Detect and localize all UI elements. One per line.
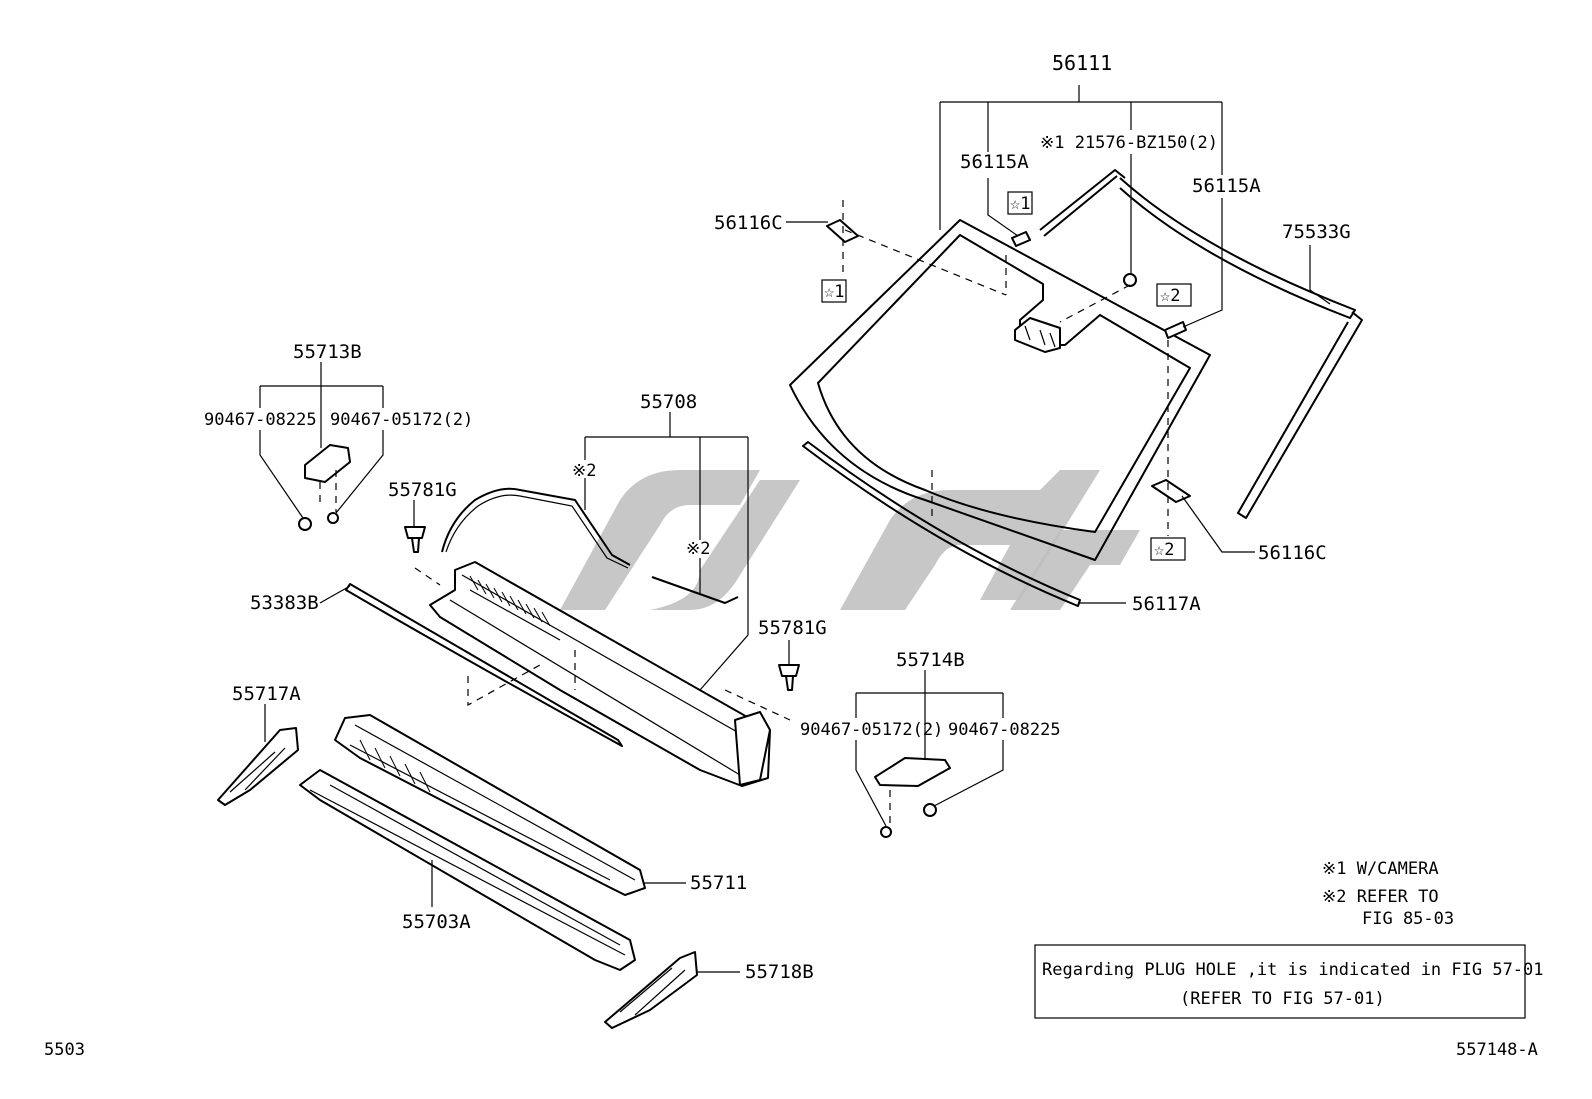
label-75533G: 75533G [1282, 221, 1351, 243]
label-90467-08225-left: 90467-08225 [204, 410, 317, 430]
label-56115A-right: 56115A [1192, 175, 1261, 197]
label-55717A: 55717A [232, 683, 301, 705]
label-21576: ※1 21576-BZ150(2) [1040, 133, 1218, 153]
nut-90467-08225-right [923, 803, 937, 817]
label-90467-05172-right: 90467-05172(2) [800, 720, 943, 740]
marker-star1-a: ☆1 [1007, 191, 1033, 215]
cowl-top-ventilator [429, 561, 771, 787]
label-56116C-top: 56116C [714, 212, 783, 234]
label-55708: 55708 [640, 391, 697, 413]
label-56111: 56111 [1052, 51, 1112, 75]
plug-hole-info-box: Regarding PLUG HOLE ,it is indicated in … [1034, 944, 1544, 1019]
label-56116C-bottom: 56116C [1258, 542, 1327, 564]
marker-star2-b: ☆2 [1150, 537, 1186, 561]
marker-star1-b: ☆1 [821, 279, 847, 303]
label-55703A: 55703A [402, 911, 471, 933]
windshield-moulding-75533G [1119, 177, 1363, 519]
watermark-logo [560, 470, 1140, 610]
clip-56115A-left [1011, 231, 1031, 247]
cowl-panel-55711 [334, 714, 646, 896]
cowl-cover-55714B [874, 757, 951, 787]
nut-90467-05172-left [327, 512, 339, 524]
label-55714B: 55714B [896, 649, 965, 671]
figure-id: 557148-A [1456, 1040, 1538, 1060]
info-box-line1: Regarding PLUG HOLE ,it is indicated in … [1042, 960, 1544, 980]
label-55711: 55711 [690, 872, 747, 894]
clip-55781G-right [778, 664, 800, 691]
label-55781G-left: 55781G [388, 479, 457, 501]
label-90467-08225-right: 90467-08225 [948, 720, 1061, 740]
clip-56115A-right [1164, 321, 1187, 339]
windshield-lower-strip-56117A [802, 441, 1081, 607]
svg-text:☆1: ☆1 [824, 282, 844, 302]
label-55718B: 55718B [745, 961, 814, 983]
note-refer-line2: FIG 85-03 [1362, 909, 1454, 929]
note-camera: ※1 W/CAMERA [1322, 859, 1439, 879]
svg-text:☆2: ☆2 [1154, 540, 1174, 560]
cowl-vent-grille [469, 575, 551, 627]
label-56117A: 56117A [1132, 593, 1201, 615]
marker-ref2-a: ※2 [572, 461, 596, 481]
svg-text:☆2: ☆2 [1160, 286, 1180, 306]
note-refer-line1: ※2 REFER TO [1322, 887, 1439, 907]
cowl-cover-55713B [304, 444, 351, 483]
label-55713B: 55713B [293, 341, 362, 363]
cowl-seal-53383B [345, 583, 623, 747]
nut-90467-05172-right [880, 826, 892, 838]
label-53383B: 53383B [250, 592, 319, 614]
marker-ref2-b: ※2 [686, 539, 710, 559]
windshield-glass [789, 219, 1211, 561]
washer-nozzle-hose [651, 576, 739, 604]
nut-90467-08225-left [298, 517, 312, 531]
camera-cover-strip [1039, 169, 1126, 237]
washer-hose [441, 487, 631, 566]
cowl-panel-55703A [299, 769, 636, 971]
svg-text:☆1: ☆1 [1010, 194, 1030, 214]
label-56115A-left: 56115A [960, 151, 1029, 173]
leader-lines [259, 85, 1331, 973]
label-55781G-right: 55781G [758, 617, 827, 639]
info-box-line2: (REFER TO FIG 57-01) [1180, 989, 1385, 1009]
label-90467-05172-left: 90467-05172(2) [330, 410, 473, 430]
page-code: 5503 [44, 1040, 85, 1060]
clip-55781G-left [404, 526, 426, 553]
cowl-side-bracket-55718B [604, 951, 698, 1029]
bolt-21576 [1123, 273, 1137, 287]
marker-star2-a: ☆2 [1156, 283, 1192, 307]
